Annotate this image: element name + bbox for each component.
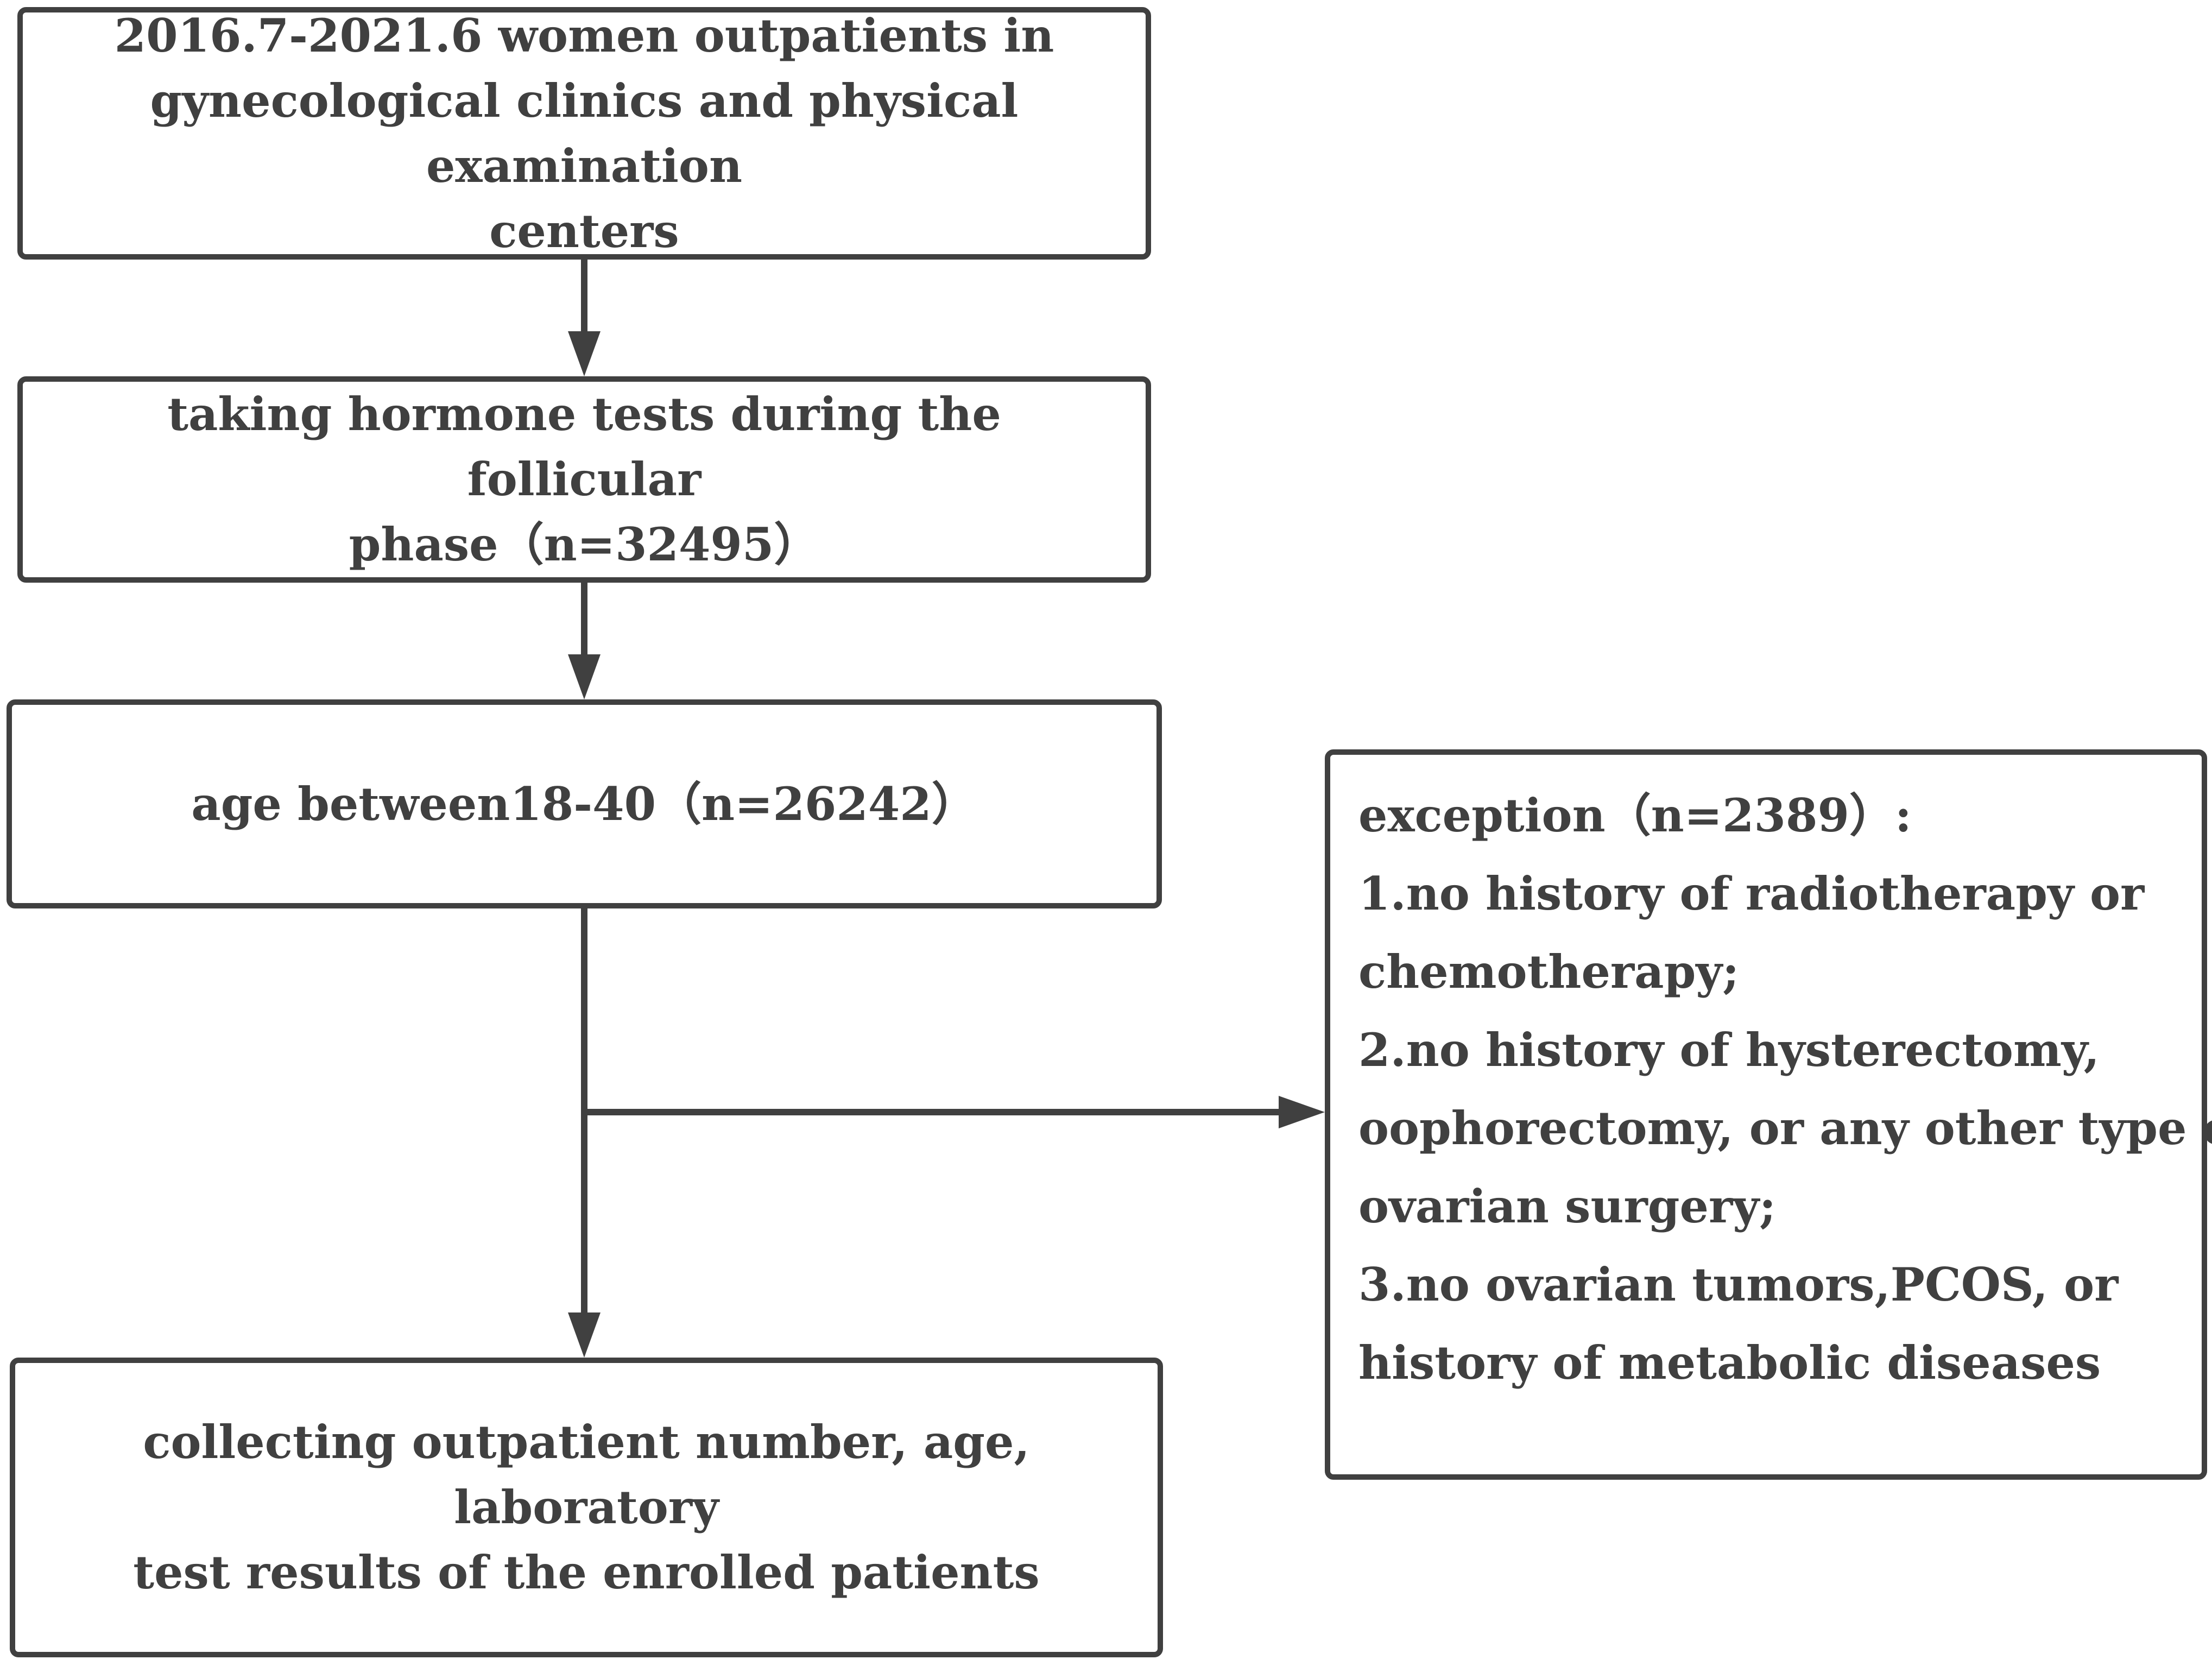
exception-line-6: ovarian surgery; (1358, 1179, 1777, 1233)
arrow-start-to-hormone-head (568, 331, 601, 376)
exception-line-4: 2.no history of hysterectomy, (1358, 1023, 2100, 1077)
exception-line-3: chemotherapy; (1358, 945, 1740, 999)
data-collection-line-2: test results of the enrolled patients (133, 1545, 1040, 1599)
hormone-tests-line-2: phase（n=32495） (349, 518, 820, 571)
age-filter-box: age between18-40（n=26242） (7, 699, 1162, 908)
hormone-tests-box: taking hormone tests during the follicul… (17, 376, 1151, 583)
data-collection-text: collecting outpatient number, age, labor… (15, 1410, 1158, 1605)
data-collection-line-1: collecting outpatient number, age, labor… (143, 1415, 1030, 1534)
hormone-tests-text: taking hormone tests during the follicul… (23, 382, 1146, 577)
exception-line-8: history of metabolic diseases (1358, 1336, 2101, 1390)
start-population-line-2: gynecological clinics and physical exami… (150, 73, 1019, 193)
start-population-text: 2016.7-2021.6 women outpatients in gynec… (23, 3, 1146, 264)
age-filter-text: age between18-40（n=26242） (164, 772, 1004, 837)
start-population-line-3: centers (489, 204, 679, 258)
data-collection-box: collecting outpatient number, age, labor… (10, 1358, 1163, 1657)
exception-line-5: oophorectomy, or any other type of (1358, 1101, 2212, 1155)
age-filter-line-1: age between18-40（n=26242） (191, 777, 977, 831)
arrow-age-to-final-head (568, 1312, 601, 1358)
exception-line-2: 1.no history of radiotherapy or (1358, 867, 2145, 920)
exception-heading: exception（n=2389）: (1358, 788, 1912, 842)
arrow-hormone-to-age-head (568, 654, 601, 699)
start-population-box: 2016.7-2021.6 women outpatients in gynec… (17, 7, 1151, 260)
arrow-branch-to-exception-head (1279, 1096, 1325, 1128)
exception-criteria-box: exception（n=2389）: 1.no history of radio… (1325, 749, 2212, 1480)
exception-line-7: 3.no ovarian tumors,PCOS, or (1358, 1258, 2119, 1311)
start-population-line-1: 2016.7-2021.6 women outpatients in (114, 8, 1054, 62)
hormone-tests-line-1: taking hormone tests during the follicul… (167, 387, 1001, 506)
